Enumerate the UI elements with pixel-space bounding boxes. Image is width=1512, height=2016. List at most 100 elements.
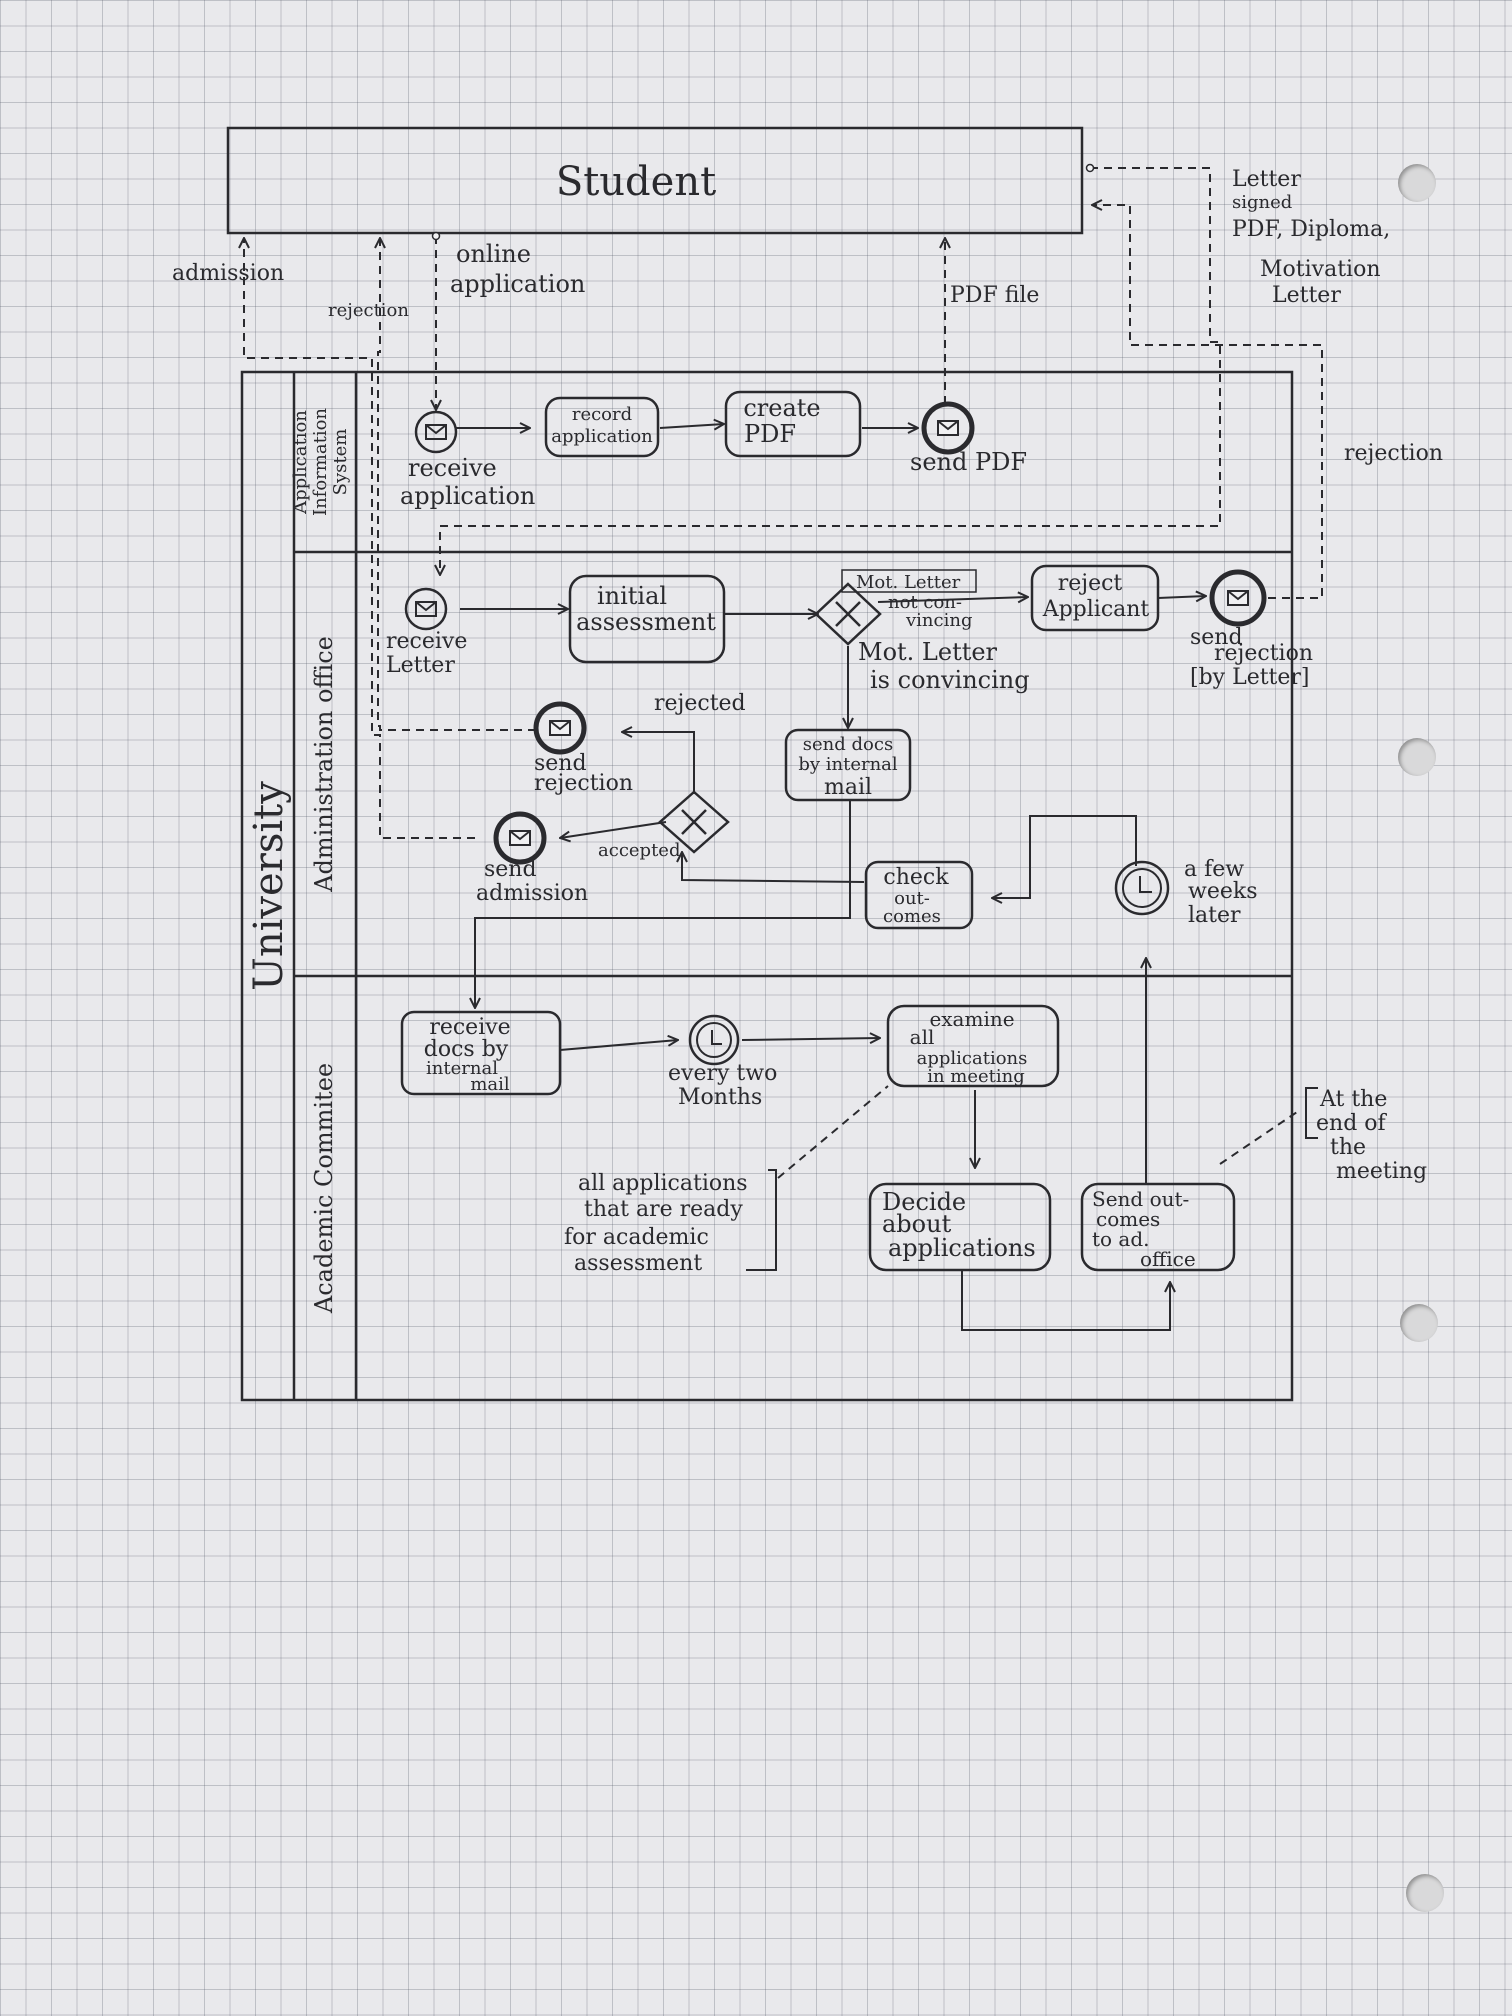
svg-text:a few: a few [1184,857,1244,882]
svg-text:vincing: vincing [905,610,972,631]
flow-receive-docs-to-timer [559,1040,678,1051]
svg-text:examine: examine [929,1007,1014,1031]
letter-label: Letter signed PDF, Diploma, Motivation L… [1232,167,1390,308]
svg-text:send: send [534,751,587,776]
svg-text:rejection: rejection [534,771,633,796]
online-application-label: online application [450,240,585,298]
svg-text:applications: applications [917,1048,1028,1069]
university-pool-label: University [246,781,292,991]
svg-text:docs by: docs by [424,1037,509,1062]
record-application-label: record application [551,404,653,447]
svg-text:create: create [743,394,820,422]
svg-text:Letter: Letter [386,653,455,678]
svg-text:Decide: Decide [882,1188,966,1216]
letter-flow [440,168,1221,575]
svg-text:comes: comes [883,906,941,927]
receive-letter-label: receive Letter [386,629,467,678]
svg-text:applications: applications [888,1234,1036,1262]
send-rejection-letter-label: send rejection [by Letter] [1190,625,1313,690]
admission-label: admission [172,261,284,286]
examine-applications-task [886,1004,1060,1088]
svg-text:Send out-: Send out- [1092,1187,1189,1211]
reject-applicant-task [1030,564,1160,632]
svg-text:receive: receive [429,1015,510,1040]
svg-text:record: record [572,404,632,425]
rejection-flow-right [1092,205,1323,599]
svg-text:send: send [484,857,537,882]
svg-text:signed: signed [1232,192,1292,213]
rejected-label: rejected [654,691,746,716]
svg-text:rejection: rejection [1214,641,1313,666]
svg-text:mail: mail [824,775,872,800]
svg-text:in meeting: in meeting [927,1066,1025,1087]
accepted-label: accepted [598,840,680,861]
svg-text:the: the [1330,1135,1366,1160]
send-rejection-label: send rejection [534,751,633,796]
svg-text:office: office [1140,1247,1196,1271]
svg-text:assessment: assessment [576,608,716,636]
svg-text:end of: end of [1316,1111,1388,1136]
receive-letter-event [404,587,448,631]
svg-text:is convincing: is convincing [870,666,1030,694]
flow-timer-to-check [992,815,1137,898]
few-weeks-label: a few weeks later [1184,857,1258,928]
receive-docs-label: receive docs by internal mail [424,1015,511,1095]
initial-assessment-label: initial assessment [576,582,716,636]
flow-record-to-create [659,424,724,428]
flow-gateway-to-send-admission [560,821,667,838]
svg-text:Months: Months [678,1085,762,1110]
svg-text:mail: mail [470,1074,510,1095]
svg-text:internal: internal [426,1058,498,1079]
svg-text:that are ready: that are ready [584,1197,743,1222]
svg-text:check: check [883,865,949,890]
every-two-months-label: every two Months [668,1061,777,1110]
binder-hole [1398,164,1436,202]
convincing-label: Mot. Letter is convincing [858,638,1030,694]
student-pool-label: Student [556,159,716,205]
flow-gateway-to-reject [877,597,1028,602]
svg-text:every two: every two [668,1061,777,1086]
svg-text:Letter: Letter [1232,167,1301,192]
decide-applications-task [868,1182,1052,1272]
flow-reject-to-send-rejection [1157,596,1206,598]
svg-text:Application: Application [290,410,311,515]
svg-text:application: application [551,426,653,447]
svg-text:[by Letter]: [by Letter] [1190,665,1310,690]
svg-text:Mot. Letter: Mot. Letter [858,638,998,666]
rejection-label-right: rejection [1344,441,1443,466]
svg-text:Motivation: Motivation [1260,257,1380,282]
note-all-apps-association [777,1085,889,1179]
academic-lane-label: Academic Commitee [310,1063,338,1314]
svg-text:application: application [450,270,585,298]
note-all-applications: all applications that are ready for acad… [564,1169,777,1276]
svg-text:comes: comes [1096,1207,1160,1231]
svg-text:weeks: weeks [1188,879,1258,904]
send-rejection-event [533,701,587,755]
decide-applications-label: Decide about applications [882,1188,1036,1262]
svg-text:receive: receive [408,454,497,482]
send-rejection-letter-event [1209,569,1267,627]
svg-text:later: later [1188,903,1241,928]
note-end-of-meeting: At the end of the meeting [1305,1087,1427,1184]
send-pdf-event [921,401,975,455]
check-outcomes-task [864,860,974,930]
binder-hole [1400,1304,1438,1342]
svg-text:not con-: not con- [888,592,962,613]
svg-text:for academic: for academic [564,1225,709,1250]
svg-text:Applicant: Applicant [1042,597,1150,622]
flow-decide-to-send-outcomes [961,1270,1170,1331]
svg-text:send: send [1190,625,1243,650]
svg-text:Letter: Letter [1272,283,1341,308]
pdf-file-label: PDF file [950,283,1039,308]
svg-text:At the: At the [1319,1087,1387,1112]
svg-text:Information: Information [310,408,331,516]
reject-applicant-label: reject Applicant [1042,571,1150,622]
create-pdf-label: create PDF [743,394,820,448]
admin-lane-label: Administration office [310,636,338,893]
send-admission-event [493,811,547,865]
ais-lane-label: Application Information System [290,408,351,516]
record-application-task [544,396,660,458]
svg-text:all applications: all applications [578,1171,748,1196]
motivation-gateway [814,582,882,646]
binder-hole [1398,738,1436,776]
